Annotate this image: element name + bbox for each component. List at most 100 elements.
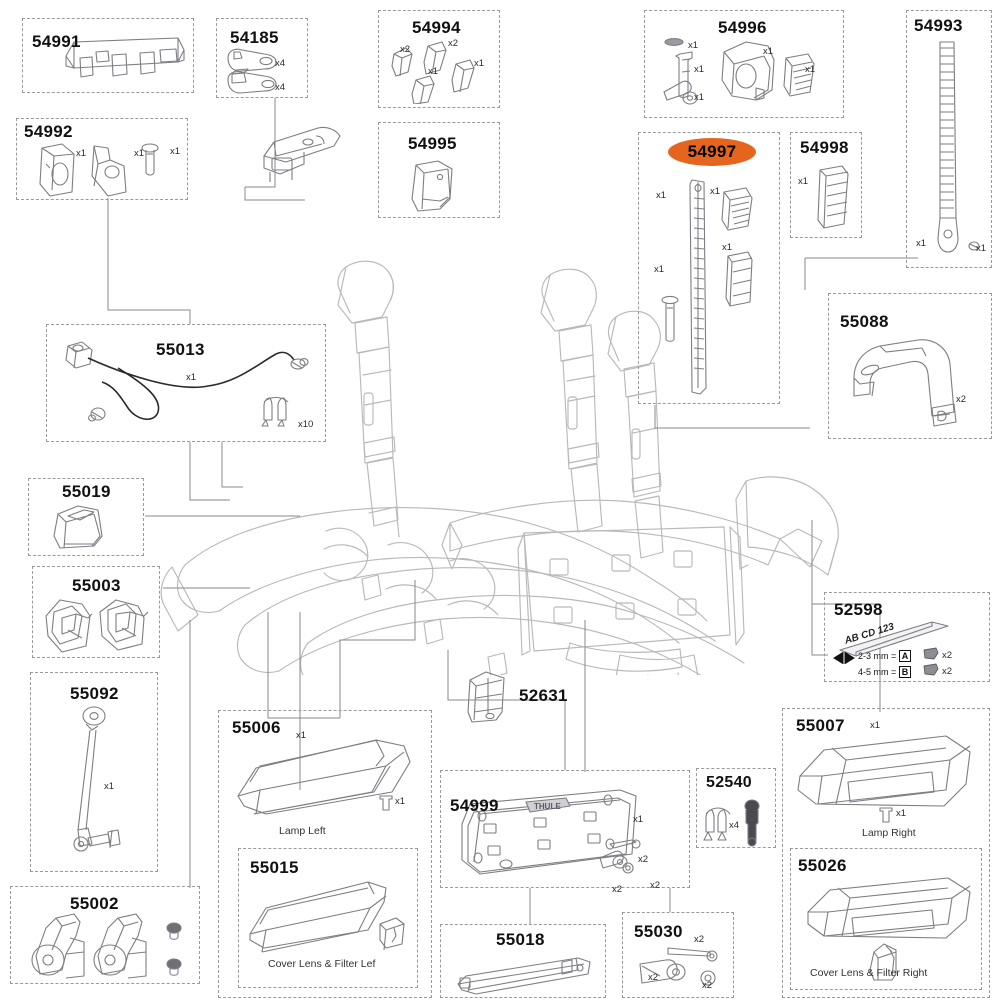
part-box-55015[interactable]	[238, 848, 418, 988]
part-art-55007	[797, 735, 971, 807]
part-box-55018[interactable]	[440, 924, 606, 998]
caption-55006: Lamp Left	[279, 825, 326, 837]
part-box-55019[interactable]	[28, 478, 144, 556]
part-box-55088[interactable]	[828, 293, 992, 439]
part-box-55006[interactable]	[218, 710, 432, 998]
qty-55013-1: x1	[186, 372, 197, 383]
qty-55092-1: x1	[104, 781, 115, 792]
qty-54999-1: x1	[633, 814, 644, 825]
spec-row-a: 2-3 mm = A	[858, 650, 912, 662]
part-code-55013: 55013	[156, 340, 205, 359]
part-box-54999[interactable]	[440, 770, 690, 888]
part-art-55013	[65, 341, 309, 427]
qty-52540-1: x4	[729, 820, 740, 831]
part-code-55088: 55088	[840, 312, 889, 331]
qty-55030-1: x2	[694, 934, 705, 945]
part-art-55006	[237, 739, 411, 815]
part-code-54185: 54185	[230, 28, 279, 47]
part-code-55003: 55003	[72, 576, 121, 595]
bike-carrier-illustration	[160, 260, 839, 675]
part-art-54997	[661, 179, 753, 395]
part-box-54994[interactable]	[378, 10, 500, 108]
part-code-52540: 52540	[706, 774, 752, 791]
part-art-52631	[467, 671, 505, 723]
part-art-54998	[817, 165, 849, 229]
part-art-55018	[457, 957, 591, 995]
qty-52598-1: x2	[942, 650, 953, 661]
part-box-54998[interactable]	[790, 132, 862, 238]
qty-54996-3: x1	[694, 92, 705, 103]
part-art-55015	[249, 881, 405, 953]
part-box-55092[interactable]	[30, 672, 158, 872]
part-box-52540[interactable]	[696, 768, 776, 848]
part-code-55092: 55092	[70, 684, 119, 703]
part-art-52540	[703, 799, 760, 847]
part-box-54991[interactable]	[22, 18, 194, 93]
qty-54999-2: x2	[638, 854, 649, 865]
part-code-55018: 55018	[496, 930, 545, 949]
part-box-54995[interactable]	[378, 122, 500, 218]
qty-54992-2: x1	[134, 148, 145, 159]
part-code-54998: 54998	[800, 138, 849, 157]
qty-55006-1: x1	[296, 730, 307, 741]
qty-54992-3: x1	[170, 146, 181, 157]
qty-54993-1: x1	[916, 238, 927, 249]
part-box-55007[interactable]	[782, 708, 990, 998]
qty-54993-2: x1	[976, 243, 987, 254]
part-art-54999: THULE	[461, 789, 641, 875]
qty-54999-3: x2	[612, 884, 623, 895]
part-box-55002[interactable]	[10, 886, 200, 984]
part-code-52631: 52631	[519, 686, 568, 705]
part-box-55026[interactable]	[790, 848, 982, 990]
part-art-54995	[411, 160, 453, 212]
part-code-54996: 54996	[718, 18, 767, 37]
qty-55007-1: x1	[870, 720, 881, 731]
part-code-54993: 54993	[914, 16, 963, 35]
spec-b-range: 4-5 mm =	[858, 667, 897, 677]
qty-54997-2: x1	[710, 186, 721, 197]
part-box-54185[interactable]	[216, 18, 308, 98]
qty-54994-1: x2	[400, 44, 411, 55]
part-art-54991	[65, 37, 185, 78]
part-art-55026-filter	[869, 943, 897, 981]
part-box-52598[interactable]	[824, 592, 990, 682]
qty-55007-2: x1	[896, 808, 907, 819]
qty-54992-1: x1	[76, 148, 87, 159]
part-art-55019	[53, 505, 103, 549]
part-code-55026: 55026	[798, 856, 847, 875]
qty-55030-2: x2	[648, 972, 659, 983]
qty-55088-1: x2	[956, 394, 967, 405]
part-art-55088	[853, 339, 957, 427]
qty-54996-2: x1	[694, 64, 705, 75]
part-code-55030: 55030	[634, 922, 683, 941]
part-art-55003	[45, 599, 149, 653]
spec-a-range: 2-3 mm =	[858, 651, 897, 661]
part-code-54991: 54991	[32, 32, 81, 51]
part-box-54997[interactable]	[638, 132, 780, 404]
part-code-badge-54997: 54997	[668, 138, 756, 166]
part-art-54996	[663, 38, 815, 105]
qty-54185-2: x4	[275, 82, 286, 93]
svg-text:THULE: THULE	[534, 802, 561, 811]
part-art-55030	[639, 947, 718, 986]
part-box-54996[interactable]	[644, 10, 844, 118]
part-code-54992: 54992	[24, 122, 73, 141]
qty-54996-1: x1	[688, 40, 699, 51]
part-box-54993[interactable]	[906, 10, 992, 268]
part-art-55002	[31, 913, 182, 979]
qty-55030-3: x2	[702, 980, 713, 991]
part-code-54995: 54995	[408, 134, 457, 153]
part-box-54992[interactable]	[16, 118, 188, 200]
qty-54998-1: x1	[798, 176, 809, 187]
part-box-55003[interactable]	[32, 566, 160, 658]
part-code-55015: 55015	[250, 858, 299, 877]
qty-54994-4: x1	[474, 58, 485, 69]
spec-a-letter: A	[898, 650, 912, 662]
qty-54999-4: x2	[650, 880, 661, 891]
part-box-55013[interactable]	[46, 324, 326, 442]
part-art-55007-screw	[879, 807, 893, 823]
part-box-55030[interactable]	[622, 912, 734, 998]
part-art-55026	[807, 877, 971, 939]
part-art-54992	[39, 143, 159, 197]
